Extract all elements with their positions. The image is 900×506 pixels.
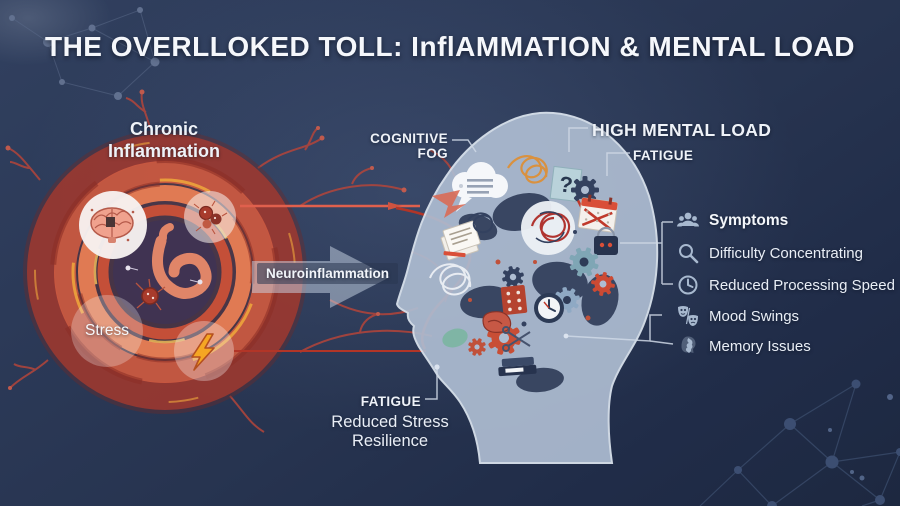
gut-icon [125,223,212,311]
head-collage: ? [429,155,619,393]
microbe-icon [135,278,166,311]
symptom-row-mood-swings: Mood Swings [676,304,799,328]
brain-badge [79,191,147,259]
fatigue-bottom-label: FATIGUE [360,394,421,409]
clock-icon [534,293,564,323]
clock-icon [678,275,698,295]
symptom-label: Reduced Processing Speed [709,276,895,294]
theater-masks-icon [678,306,698,326]
symptom-row-symptoms: Symptoms [676,209,788,233]
symptom-label: Symptoms [709,212,789,229]
head-silhouette [395,111,659,464]
scribble-icon [429,263,472,296]
symptom-label: Mood Swings [709,307,800,325]
brain-icon [90,207,135,243]
label-connectors [425,127,674,400]
scissors-icon [502,326,531,352]
chronic-inflammation-label: Chronic Inflammation [107,119,220,161]
red-shape [432,190,466,218]
symptom-row-processing-speed: Reduced Processing Speed [676,273,895,297]
page-title: THE OVERLLOKED TOLL: InflAMMATION & MENT… [44,31,856,62]
stress-label: Stress [85,322,129,339]
constellation-top-left [0,0,160,100]
speech-bubble-icon [452,162,508,212]
calendar-x-icon [577,194,619,233]
lock-bag-icon [594,226,618,255]
gear-icon [591,272,615,296]
fatigue-top-label: FATIGUE [633,148,694,163]
teal-blob [442,328,468,348]
gear-icon [468,338,486,356]
gear-icon [569,247,599,277]
organ-icon [482,311,512,333]
books-icon [498,356,537,377]
microbes-icon [193,200,228,235]
gear-icon [502,266,524,288]
thought-knot-icon [521,201,575,255]
high-mental-load-label: HIGH MENTAL LOAD [592,120,772,140]
cognitive-fog-label: COGNITIVE FOG [370,131,448,161]
stress-resilience-label: Reduced Stress Resilience [331,413,449,450]
memory-head-icon [681,336,696,353]
inflammation-ring [23,130,307,414]
documents-icon [440,220,481,261]
scribble-icon [507,155,548,184]
people-icon [677,212,699,227]
magnifier-icon [679,244,699,264]
red-block-icon [500,285,528,315]
lightning-badge [174,321,234,381]
symptom-row-memory: Memory Issues [676,334,811,358]
microbes-badge [184,191,236,243]
symptom-label: Memory Issues [709,337,811,355]
connector-dots [434,333,569,370]
neuroinflammation-arrow-label: Neuroinflammation [257,263,399,284]
symptom-row-concentration: Difficulty Concentrating [676,241,863,265]
constellation-bottom-right [699,379,900,506]
scribble-icon [467,212,494,234]
lightning-icon [191,333,215,371]
symptom-label: Difficulty Concentrating [709,244,863,262]
svg-text:?: ? [558,171,574,197]
stress-badge [71,295,143,367]
